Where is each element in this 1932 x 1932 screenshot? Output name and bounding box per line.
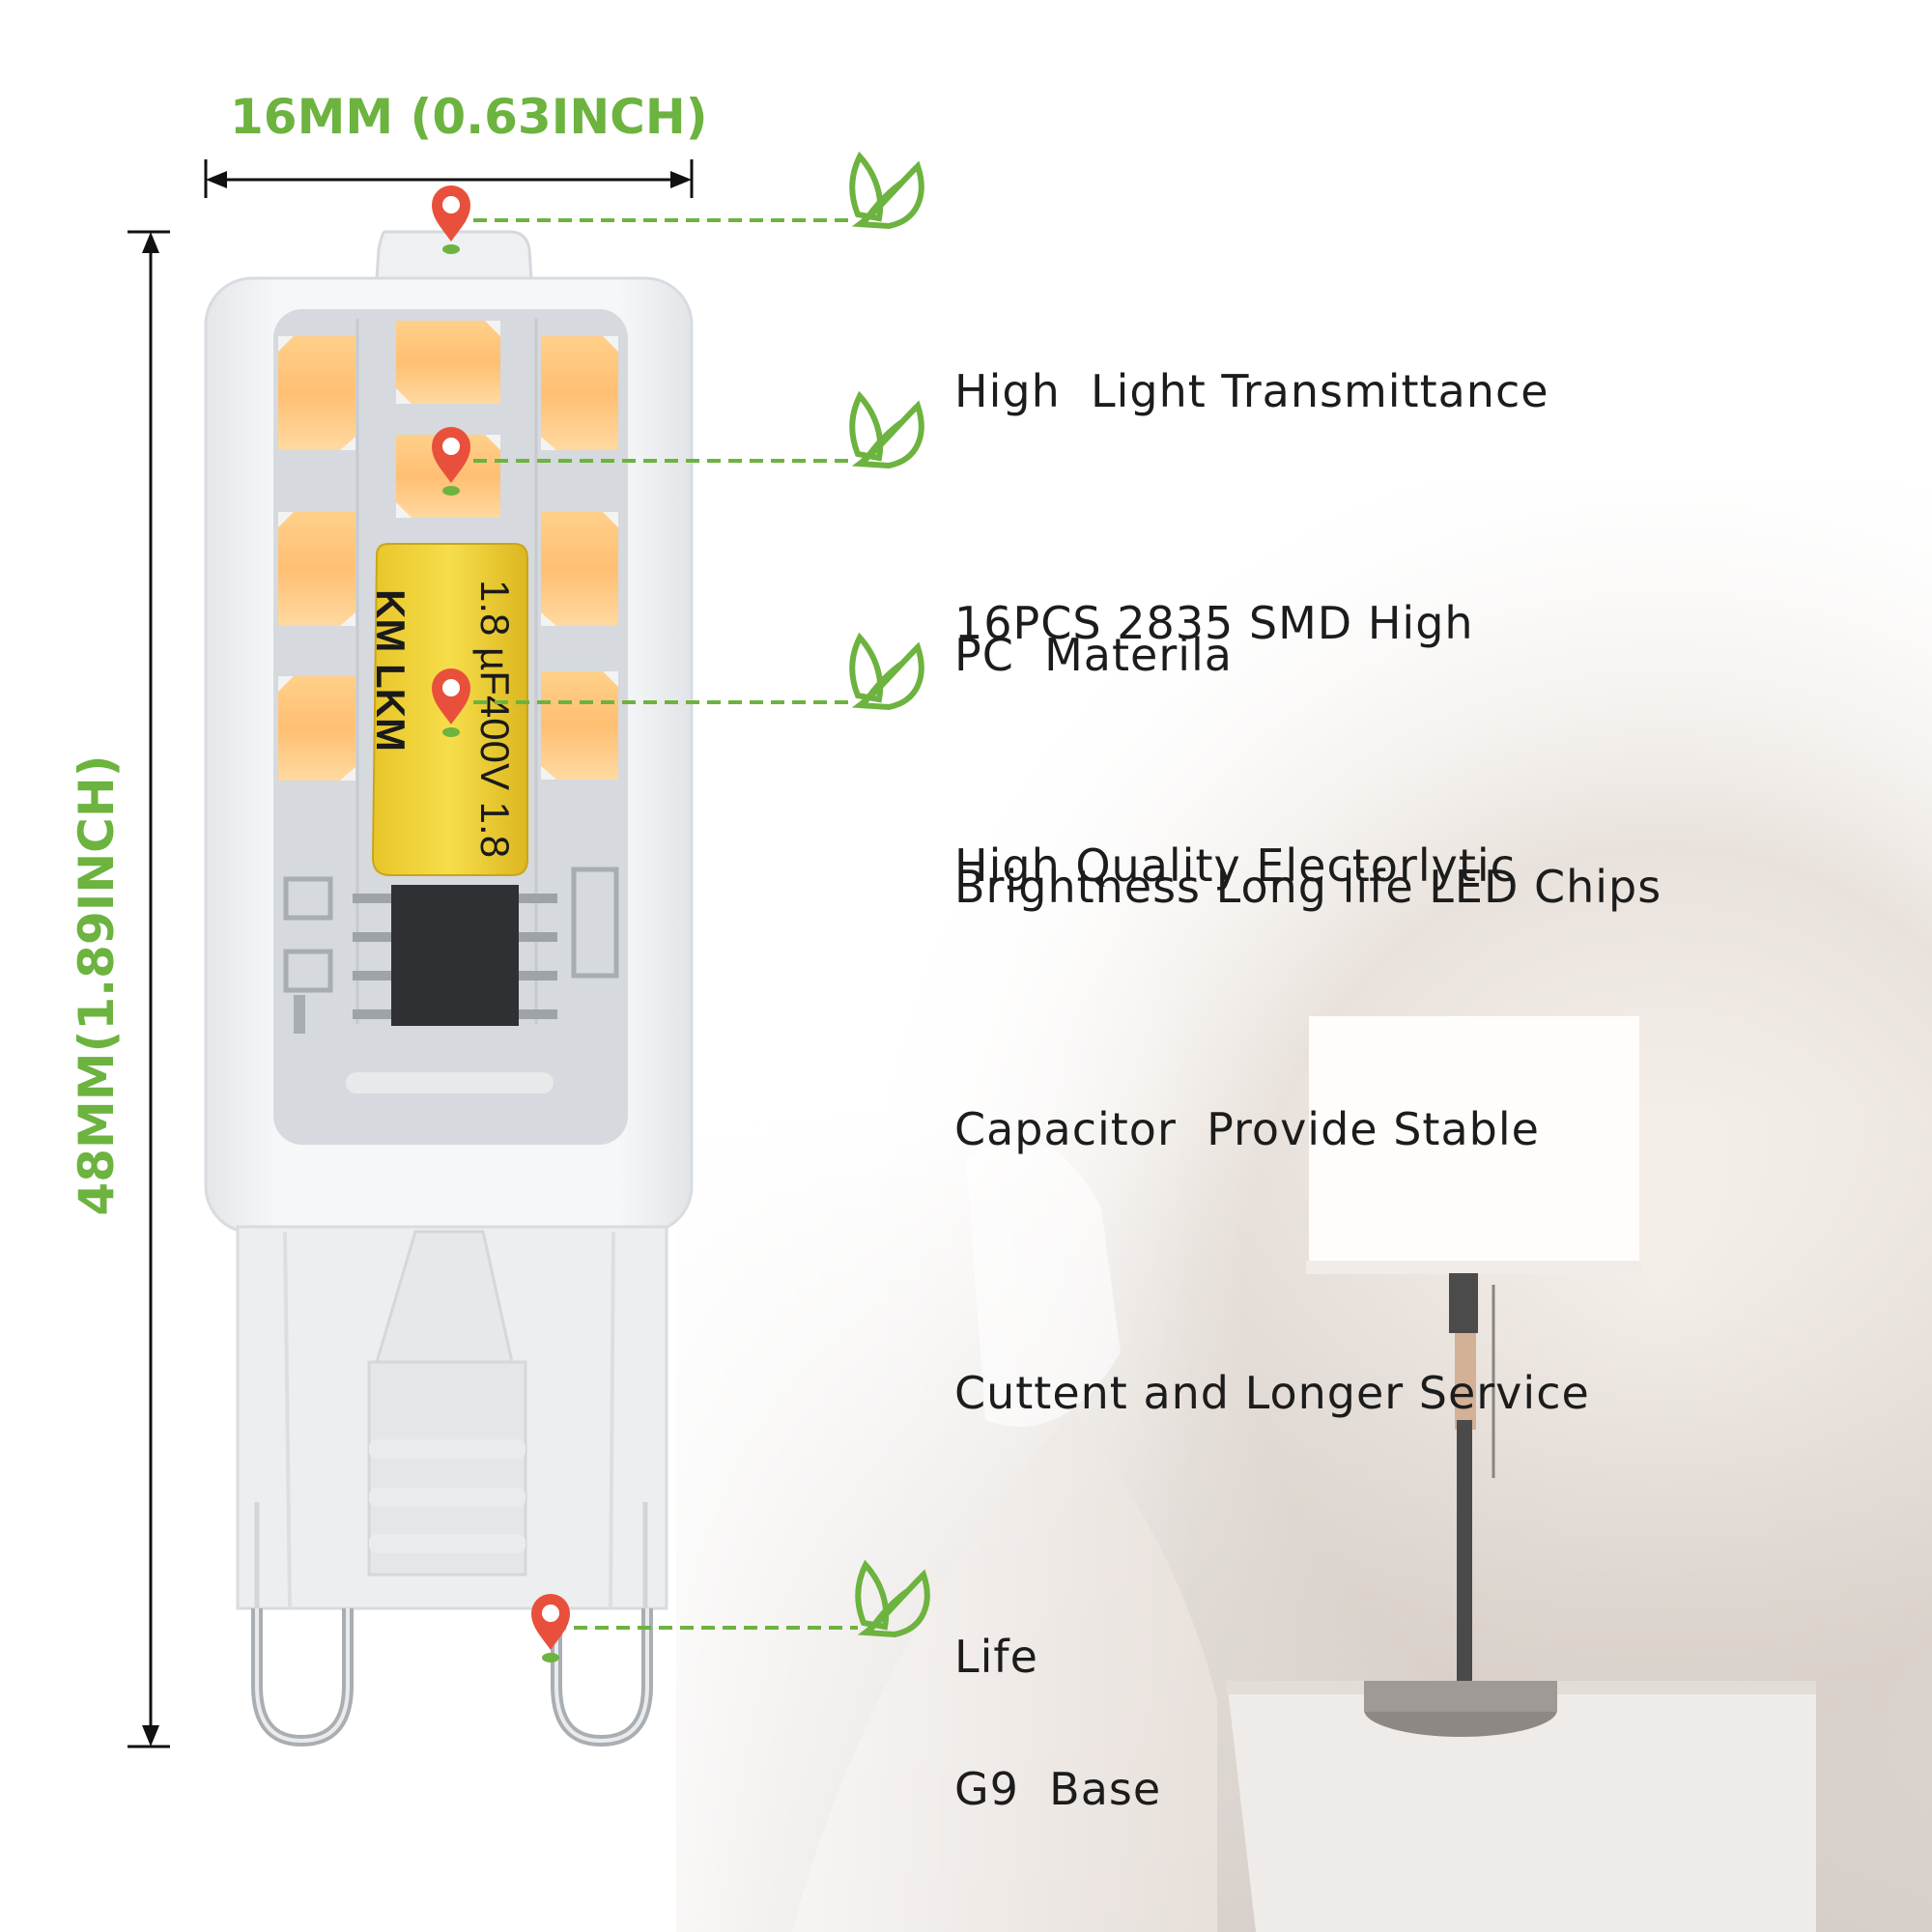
feature-led-chips: 16PCS 2835 SMD High Brightness Long life… [954, 404, 1662, 1019]
width-dimension-label: 16MM (0.63INCH) [230, 89, 708, 145]
led-chip [278, 336, 355, 450]
feature-line: Life [954, 1631, 1038, 1683]
led-chip [541, 336, 618, 450]
capacitor-marking-2: KM LKM [368, 589, 413, 752]
ic-chip [391, 885, 519, 1026]
led-chips [278, 321, 618, 781]
feature-line: 16PCS 2835 SMD High [954, 597, 1474, 649]
location-pin-icon [432, 668, 470, 737]
feature-line: Cuttent and Longer Service [954, 1367, 1590, 1419]
width-dimension [204, 159, 694, 198]
location-pin-icon [432, 185, 470, 254]
leaf-icon [849, 151, 924, 230]
feature-line: Capacitor Provide Stable [954, 1103, 1540, 1155]
feature-capacitor: High Quality Electorlytic Capacitor Prov… [954, 646, 1590, 1789]
led-chip [541, 671, 618, 780]
led-chip [541, 512, 618, 626]
leaf-icon [855, 1559, 930, 1638]
feature-line: G9 Base [954, 1763, 1162, 1815]
led-chip [278, 676, 355, 781]
feature-light-transmittance: High Light Transmittance PC Materila [954, 172, 1549, 787]
led-chip [278, 512, 355, 626]
led-chip [396, 321, 500, 404]
feature-line: High Light Transmittance [954, 365, 1549, 417]
leaf-icon [849, 390, 924, 469]
location-pin-icon [531, 1594, 570, 1662]
feature-line: PC Materila [954, 629, 1233, 681]
feature-g9-base: G9 Base [954, 1570, 1161, 1921]
leaf-icon [849, 632, 924, 711]
feature-line: Brightness Long life LED Chips [954, 861, 1662, 913]
feature-line: High Quality Electorlytic [954, 839, 1516, 892]
height-dimension-label: 48MM(1.89INCH) [69, 754, 125, 1216]
capacitor-marking-1: 1.8 µF400V 1.8 [472, 580, 518, 858]
location-pin-icon [432, 427, 470, 496]
height-dimension [128, 230, 170, 1748]
